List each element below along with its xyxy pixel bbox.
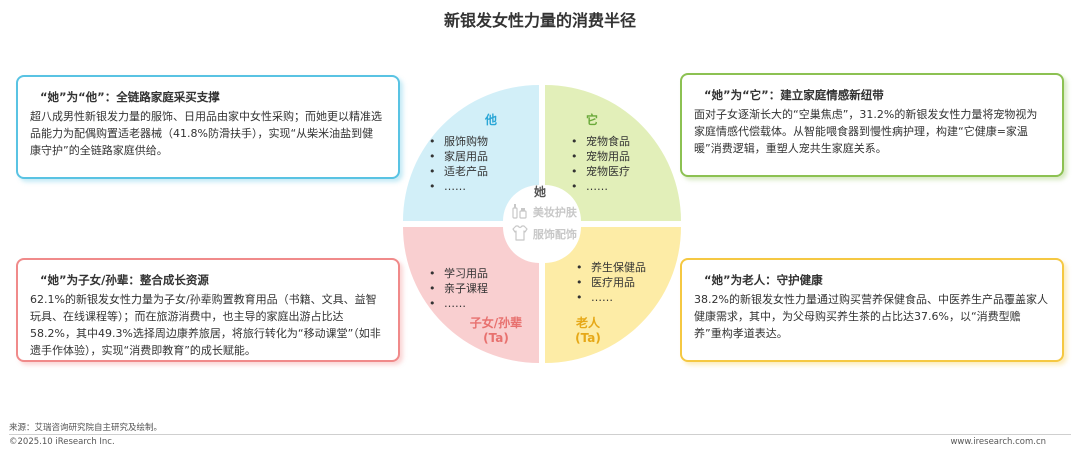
- website-url: www.iresearch.com.cn: [950, 437, 1046, 447]
- card-for-him: “她”为“他”：全链路家庭采买支撑 超八成男性新银发力量的服饰、日用品由家中女性…: [16, 75, 400, 179]
- quadrant-list-elders: 养生保健品 医疗用品 ……: [575, 260, 646, 305]
- copyright: ©2025.10 iResearch Inc.: [9, 437, 115, 447]
- card-body: 面对子女逐渐长大的“空巢焦虑”，31.2%的新银发女性力量将宠物视为家庭情感代偿…: [694, 108, 1038, 155]
- card-body: 38.2%的新银发女性力量通过购买营养保健食品、中医养生产品覆盖家人健康需求，其…: [694, 293, 1048, 340]
- list-item: ……: [428, 296, 488, 311]
- page-title: 新银发女性力量的消费半径: [443, 11, 636, 30]
- quadrant-label-pets: 它: [585, 113, 598, 127]
- quadrant-label-children: 子女/孙辈 (Ta): [456, 314, 536, 345]
- center-item-cosmetics: 美妆护肤: [511, 203, 577, 220]
- center-label-her: 她: [534, 185, 547, 199]
- cosmetics-icon: [512, 204, 527, 219]
- card-body: 超八成男性新银发力量的服饰、日用品由家中女性采购；而她更以精准选品能力为配偶购置…: [30, 110, 382, 157]
- list-item: 适老产品: [428, 164, 488, 179]
- consumption-radius-diagram: [403, 85, 681, 363]
- list-item: 宠物用品: [570, 149, 630, 164]
- footer-divider: [9, 434, 1071, 435]
- quadrant-list-pets: 宠物食品 宠物用品 宠物医疗 ……: [570, 134, 630, 194]
- center-item-label: 服饰配饰: [532, 228, 577, 241]
- quadrant-label-him: 他: [484, 113, 497, 127]
- center-disk: [506, 188, 578, 260]
- center-item-clothing: 服饰配饰: [511, 225, 577, 242]
- card-heading: “她”为老人：守护健康: [704, 273, 823, 287]
- card-heading: “她”为“他”：全链路家庭采买支撑: [40, 90, 220, 104]
- card-heading: “她”为子女/孙辈：整合成长资源: [40, 273, 209, 287]
- quadrant-label-text: 子女/孙辈: [469, 316, 523, 330]
- quadrant-label-elders: 老人 (Ta): [558, 314, 618, 345]
- card-for-elders: “她”为老人：守护健康 38.2%的新银发女性力量通过购买营养保健食品、中医养生…: [680, 258, 1064, 362]
- list-item: 亲子课程: [428, 281, 488, 296]
- list-item: 家居用品: [428, 149, 488, 164]
- quadrant-label-sub: (Ta): [575, 331, 601, 345]
- quadrant-label-text: 老人: [575, 316, 600, 330]
- list-item: ……: [570, 179, 630, 194]
- list-item: 医疗用品: [575, 275, 646, 290]
- list-item: 宠物食品: [570, 134, 630, 149]
- quadrant-list-him: 服饰购物 家居用品 适老产品 ……: [428, 134, 488, 194]
- shirt-icon: [512, 225, 528, 241]
- card-for-pets: “她”为“它”：建立家庭情感新纽带 面对子女逐渐长大的“空巢焦虑”，31.2%的…: [680, 73, 1064, 177]
- list-item: ……: [428, 179, 488, 194]
- list-item: 养生保健品: [575, 260, 646, 275]
- center-item-label: 美妆护肤: [532, 206, 577, 219]
- list-item: ……: [575, 290, 646, 305]
- list-item: 服饰购物: [428, 134, 488, 149]
- list-item: 宠物医疗: [570, 164, 630, 179]
- card-body: 62.1%的新银发女性力量为子女/孙辈购置教育用品（书籍、文具、益智玩具、在线课…: [30, 293, 381, 357]
- list-item: 学习用品: [428, 266, 488, 281]
- quadrant-label-sub: (Ta): [483, 331, 509, 345]
- quadrant-list-children: 学习用品 亲子课程 ……: [428, 266, 488, 311]
- source-note: 来源：艾瑞咨询研究院自主研究及绘制。: [9, 423, 163, 433]
- card-heading: “她”为“它”：建立家庭情感新纽带: [704, 88, 884, 102]
- card-for-children: “她”为子女/孙辈：整合成长资源 62.1%的新银发女性力量为子女/孙辈购置教育…: [16, 258, 400, 362]
